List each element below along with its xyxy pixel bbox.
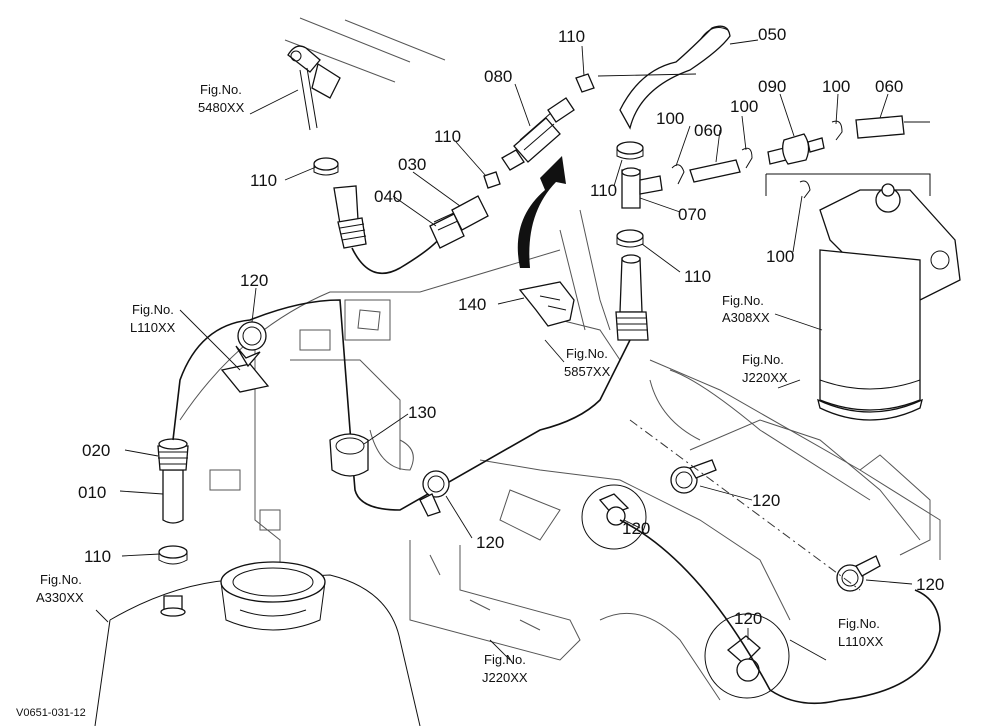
filter-090 — [767, 133, 825, 165]
callout-100-filter: 100 — [766, 247, 794, 266]
fig-ref-a308-code: A308XX — [722, 310, 770, 325]
tank-outlet-fitting — [160, 595, 186, 617]
install-arrow — [517, 156, 566, 268]
fuel-filter-assembly — [765, 173, 961, 421]
pipe-060-a — [689, 159, 741, 183]
fig-ref-l110-left-label: Fig.No. — [132, 302, 174, 317]
callout-120-bottom: 120 — [734, 609, 762, 628]
callout-labels: 050 110 080 060 100 090 100 100 060 110 … — [78, 25, 944, 628]
hose-end-upper-left — [333, 185, 367, 249]
callout-100-left: 100 — [656, 109, 684, 128]
drawing-code: V0651-031-12 — [16, 707, 86, 719]
callout-110-030: 110 — [434, 127, 461, 146]
callout-040: 040 — [374, 187, 402, 206]
callout-100-top-right: 100 — [822, 77, 850, 96]
callout-110-tank: 110 — [84, 547, 111, 566]
fig-ref-5857-code: 5857XX — [564, 364, 611, 379]
fig-ref-5480-code: 5480XX — [198, 100, 245, 115]
hose-end-020 — [157, 438, 189, 471]
injector-line-5480 — [287, 45, 341, 131]
figure-references: Fig.No. 5480XX Fig.No. L110XX Fig.No. 58… — [36, 82, 884, 685]
callout-090: 090 — [758, 77, 786, 96]
fig-ref-5480-label: Fig.No. — [200, 82, 242, 97]
fuel-hose-main — [172, 299, 631, 511]
callout-110-pipe: 110 — [684, 267, 711, 286]
hose-050 — [619, 25, 731, 130]
clamp-110-tee-upper — [616, 141, 644, 160]
fig-ref-j220-right-label: Fig.No. — [742, 352, 784, 367]
pipe-010 — [162, 469, 184, 524]
fig-ref-a330-code: A330XX — [36, 590, 84, 605]
callout-050: 050 — [758, 25, 786, 44]
callout-030: 030 — [398, 155, 426, 174]
callout-110-top: 110 — [558, 27, 585, 46]
filter-080 — [501, 97, 575, 171]
callout-110-tee: 110 — [590, 181, 617, 200]
bracket-140 — [518, 281, 575, 327]
callout-080: 080 — [484, 67, 512, 86]
callout-070: 070 — [678, 205, 706, 224]
center-line-right — [629, 419, 861, 591]
leak-off-hose — [351, 237, 441, 275]
fig-ref-5857-label: Fig.No. — [566, 346, 608, 361]
callout-120-right-upper: 120 — [752, 491, 780, 510]
callout-120-upper-left: 120 — [240, 271, 268, 290]
clamp-110-030 — [483, 171, 501, 189]
fig-ref-l110-right-code: L110XX — [838, 634, 884, 649]
clamp-120-circle-detail — [581, 484, 647, 550]
callout-120-right-lower: 120 — [916, 575, 944, 594]
fig-ref-a308-label: Fig.No. — [722, 293, 764, 308]
pipe-060-b — [855, 115, 930, 139]
callout-060-top: 060 — [875, 77, 903, 96]
fig-ref-j220-bottom-code: J220XX — [482, 670, 528, 685]
clamp-110-tee-lower — [616, 229, 644, 248]
hose-050-lead-line — [597, 73, 697, 77]
callout-120-middle: 120 — [476, 533, 504, 552]
fig-ref-a330-label: Fig.No. — [40, 572, 82, 587]
clamp-110-tank — [158, 545, 188, 565]
callout-120-circle: 120 — [622, 519, 650, 538]
clip-100-c — [831, 120, 843, 141]
tee-070 — [621, 167, 663, 209]
fig-ref-l110-left-code: L110XX — [130, 320, 176, 335]
callout-140: 140 — [458, 295, 486, 314]
clamp-120-bottom-detail — [704, 613, 790, 699]
fig-ref-j220-bottom-label: Fig.No. — [484, 652, 526, 667]
clamp-120-middle — [419, 470, 450, 517]
chassis-background — [179, 17, 941, 701]
pipe-030 — [451, 195, 489, 231]
callout-110-left: 110 — [250, 171, 277, 190]
fitting-040 — [429, 211, 465, 249]
return-hose — [619, 519, 941, 705]
clip-100-b — [741, 147, 753, 169]
clip-100-a — [671, 164, 685, 185]
callout-010: 010 — [78, 483, 106, 502]
leader-lines — [95, 39, 913, 661]
callout-020: 020 — [82, 441, 110, 460]
clamp-110-top — [575, 73, 595, 93]
callout-100-mid: 100 — [730, 97, 758, 116]
callout-060-mid: 060 — [694, 121, 722, 140]
fig-ref-j220-right-code: J220XX — [742, 370, 788, 385]
fuel-tank — [94, 561, 421, 726]
callout-130: 130 — [408, 403, 436, 422]
clip-130 — [329, 433, 369, 477]
clamp-120-right-upper — [670, 459, 717, 494]
pipe-below-tee — [615, 254, 649, 341]
clamp-120-right-lower — [836, 555, 881, 592]
fig-ref-l110-right-label: Fig.No. — [838, 616, 880, 631]
clamp-120-left — [220, 321, 270, 393]
clamp-110-upper-left — [313, 157, 339, 176]
